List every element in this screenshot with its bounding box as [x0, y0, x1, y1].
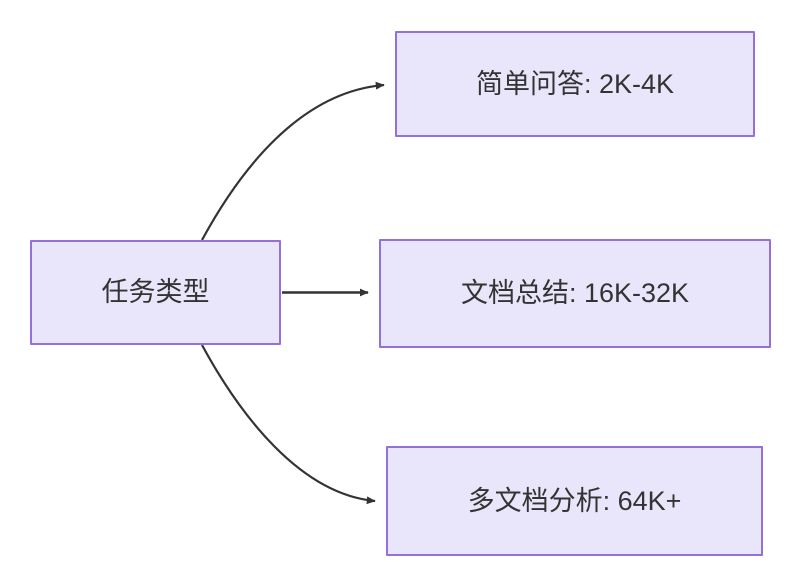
- edge-source-to-multi-doc: [201, 344, 376, 505]
- node-simple-qa-label: 简单问答: 2K-4K: [475, 68, 675, 99]
- node-task-type[interactable]: 任务类型: [30, 240, 281, 345]
- node-simple-qa[interactable]: 简单问答: 2K-4K: [395, 31, 755, 137]
- node-multi-doc[interactable]: 多文档分析: 64K+: [386, 446, 763, 556]
- edge-source-to-simple-qa: [201, 81, 385, 241]
- node-multi-doc-label: 多文档分析: 64K+: [467, 485, 682, 516]
- node-doc-summary[interactable]: 文档总结: 16K-32K: [379, 239, 771, 348]
- node-task-type-label: 任务类型: [101, 277, 210, 308]
- node-doc-summary-label: 文档总结: 16K-32K: [460, 278, 690, 309]
